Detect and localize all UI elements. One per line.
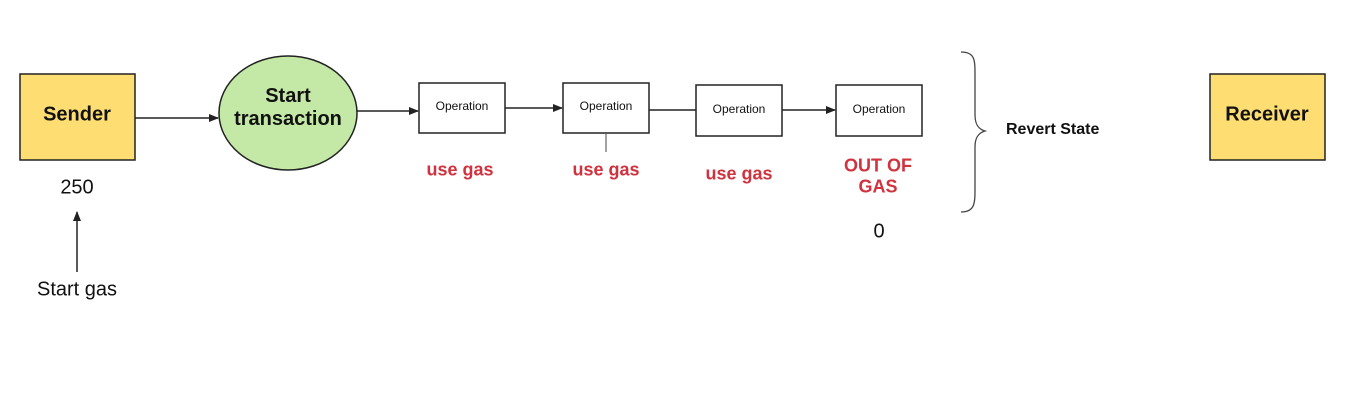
operation-2-gas-note: use gas	[572, 159, 640, 180]
sender-box	[19, 73, 136, 161]
operation-box-3	[695, 84, 783, 137]
operation-3-gas-note: use gas	[705, 163, 773, 184]
receiver-box	[1209, 73, 1326, 161]
start-gas-label: Start gas	[36, 278, 118, 301]
sender-label: Sender	[43, 103, 111, 126]
operation-1-gas-note: use gas	[426, 159, 494, 180]
remaining-gas-value: 0	[873, 220, 885, 243]
start-transaction-ellipse	[218, 55, 358, 171]
revert-state-label: Revert State	[1006, 120, 1100, 138]
operation-4-gas-note: OUT OF GAS	[844, 155, 912, 196]
operation-4-label: Operation	[852, 102, 906, 117]
start-transaction-label: Start transaction	[234, 85, 342, 130]
operation-box-4	[835, 84, 923, 137]
operation-box-2	[562, 82, 650, 134]
operation-3-label: Operation	[712, 102, 766, 117]
sender-gas-value: 250	[60, 176, 94, 199]
operation-2-label: Operation	[579, 99, 633, 114]
revert-brace	[960, 51, 988, 213]
receiver-label: Receiver	[1225, 103, 1309, 126]
operation-1-label: Operation	[435, 99, 489, 114]
operation-box-1	[418, 82, 506, 134]
